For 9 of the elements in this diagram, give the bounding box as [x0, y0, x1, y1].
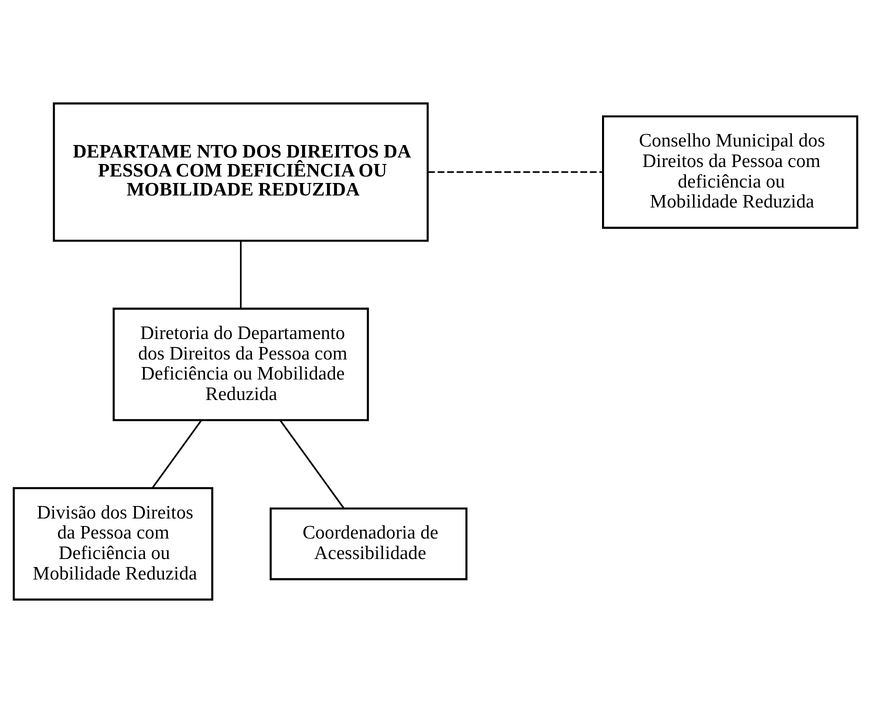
node-box: Coordenadoria de Acessibilidade — [270, 506, 468, 580]
connector — [280, 419, 345, 508]
node-box: DEPARTAME NTO DOS DIREITOS DA PESSOA COM DEFICIÊNCIA OU MOBILIDADE REDUZIDA — [52, 102, 429, 242]
connector — [428, 170, 603, 172]
connector — [240, 240, 242, 308]
connector — [152, 419, 202, 488]
node-box: Divisão dos Direitos da Pessoa com Deficiência ou Mobilidade Reduzida — [12, 486, 214, 600]
node-box: Diretoria do Departamento dos Direitos da Pessoa com Deficiência ou Mobilidade Reduzida — [112, 307, 369, 421]
node-box: Conselho Municipal dos Direitos da Pessoa com deficiência ou Mobilidade Reduzida — [602, 114, 858, 228]
